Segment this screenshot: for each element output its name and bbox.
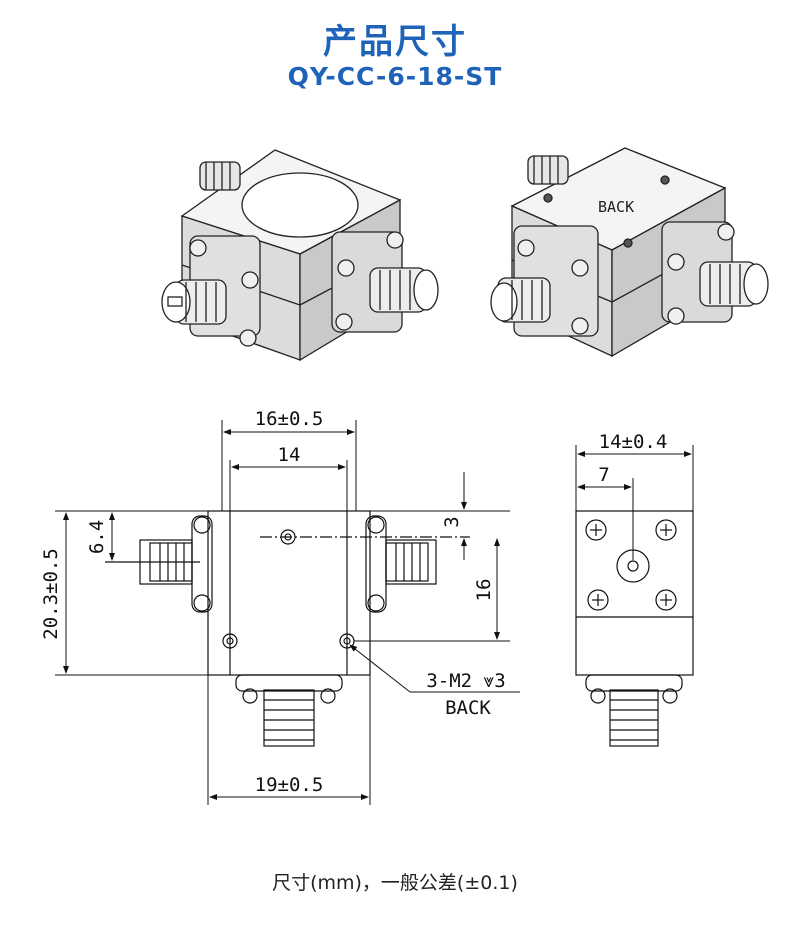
mount-hole-icon xyxy=(222,633,238,649)
dim-body-width xyxy=(207,675,371,805)
dim-side-port-offset-label: 7 xyxy=(598,464,609,486)
model-number: QY-CC-6-18-ST xyxy=(287,62,503,91)
dim-hole-offset-label: 3 xyxy=(441,516,463,527)
dim-width-total xyxy=(221,420,357,511)
connector-right-icon xyxy=(331,231,439,333)
connector-right-icon xyxy=(661,221,769,325)
connector-top-icon xyxy=(199,161,241,191)
isometric-front-view xyxy=(161,149,439,362)
screw-icon xyxy=(655,519,677,541)
screw-icon xyxy=(655,589,677,611)
dim-width-total-label: 16±0.5 xyxy=(255,408,324,430)
back-label: BACK xyxy=(598,198,634,216)
page-title: 产品尺寸 xyxy=(323,22,467,62)
dim-body-width-label: 19±0.5 xyxy=(255,774,324,796)
connector-left-icon xyxy=(161,235,261,347)
dim-hole-spacing-label: 16 xyxy=(473,579,495,602)
thread-spec-label: 3-M2 ⩔3 xyxy=(426,670,505,692)
dim-side-width xyxy=(575,445,694,511)
dim-side-port-offset xyxy=(577,478,634,560)
dim-port-offset-label: 6.4 xyxy=(86,520,108,554)
connector-left-icon xyxy=(490,225,599,337)
dim-width-inner-label: 14 xyxy=(278,444,301,466)
side-2d-view xyxy=(575,510,694,747)
thread-side-label: BACK xyxy=(445,697,491,719)
isometric-back-view: BACK xyxy=(490,147,769,358)
dim-side-width-label: 14±0.4 xyxy=(599,431,668,453)
dim-width-inner xyxy=(229,460,348,511)
footer-caption: 尺寸(mm)，一般公差(±0.1) xyxy=(272,872,518,894)
leader-thread-callout xyxy=(349,644,520,693)
screw-icon xyxy=(587,589,609,611)
dim-hole-offset xyxy=(370,472,510,560)
screw-icon xyxy=(585,519,607,541)
dim-hole-spacing xyxy=(354,538,510,642)
front-2d-view xyxy=(105,510,470,747)
dim-height-total xyxy=(55,510,208,676)
connector-top-icon xyxy=(527,155,569,185)
dim-height-total-label: 20.3±0.5 xyxy=(40,548,62,640)
